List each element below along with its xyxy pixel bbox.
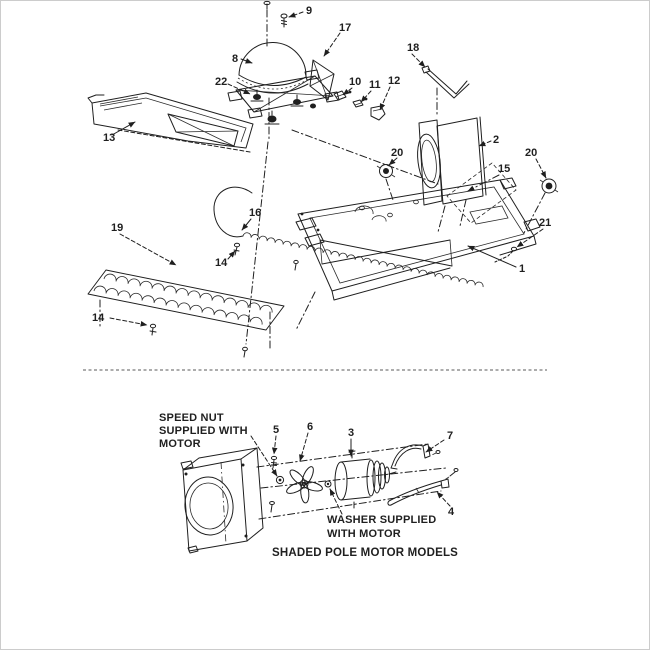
screw-5 (269, 455, 278, 513)
callout-4: 4 (448, 506, 455, 518)
leader-13 (111, 121, 136, 136)
leader-4 (436, 491, 451, 507)
fan-blade (286, 466, 323, 504)
leader-9 (288, 11, 304, 18)
speed-nut-note: SPEED NUT SUPPLIED WITH MOTOR (159, 412, 278, 477)
leader-20a (388, 157, 398, 166)
washer (324, 480, 332, 488)
callout-17: 17 (339, 22, 351, 34)
callout-6: 6 (307, 421, 313, 433)
drain-pan (87, 92, 254, 153)
assembly-axis-lines (256, 443, 447, 520)
leader-7 (425, 439, 445, 453)
callout-19: 19 (111, 222, 123, 234)
callout-22: 22 (215, 76, 227, 88)
leader-20b (535, 158, 547, 179)
callout-8: 8 (232, 53, 238, 65)
leader-19 (119, 233, 177, 266)
relay-parts (333, 90, 386, 121)
compressor (227, 0, 439, 345)
condenser-tube (213, 186, 484, 288)
callout-12: 12 (388, 75, 400, 87)
callout-7: 7 (447, 430, 453, 442)
washer-note: WASHER SUPPLIED WITH MOTOR (327, 488, 436, 540)
motor (334, 450, 397, 509)
callout-11: 11 (369, 79, 381, 91)
leader-22 (227, 83, 251, 95)
motor-bracket-top (390, 443, 441, 470)
callout-9: 9 (306, 5, 312, 17)
speed-nut-note-line3: MOTOR (159, 438, 201, 450)
grommet-left (376, 164, 396, 201)
washer-leader (329, 488, 343, 515)
condenser-coil (87, 269, 285, 351)
callout-15: 15 (498, 163, 510, 175)
speed-nut (275, 475, 285, 485)
leader-14b (109, 317, 148, 327)
leader-21 (516, 228, 544, 248)
callout-16: 16 (249, 207, 261, 219)
callout-5: 5 (273, 424, 279, 436)
base-plate (295, 162, 541, 331)
callout-14a: 14 (215, 257, 228, 269)
leader-15 (467, 174, 500, 192)
callout-20a: 20 (391, 147, 403, 159)
leader-5 (271, 435, 278, 455)
screw-21 (494, 246, 518, 263)
callout-1: 1 (519, 263, 525, 275)
speed-nut-note-line2: SUPPLIED WITH (159, 425, 248, 437)
callout-2: 2 (493, 134, 499, 146)
callouts: 1 2 3 4 5 6 7 8 9 10 11 12 13 14 14 15 1 (92, 5, 551, 518)
callout-20b: 20 (525, 147, 537, 159)
leader-11 (360, 90, 372, 103)
callout-3: 3 (348, 427, 354, 439)
screws-14 (149, 242, 299, 358)
fan-shroud (180, 447, 264, 554)
leader-14a (227, 250, 236, 260)
callout-14b: 14 (92, 312, 105, 324)
leader-12 (379, 86, 391, 111)
grommet-right (523, 178, 559, 234)
motor-bracket-bottom (387, 468, 459, 506)
leader-8 (240, 58, 253, 64)
leader-10 (342, 87, 353, 96)
speed-nut-note-line1: SPEED NUT (159, 412, 224, 424)
section-caption: SHADED POLE MOTOR MODELS (272, 547, 458, 559)
callout-18: 18 (407, 42, 419, 54)
washer-note-line2: WITH MOTOR (327, 528, 401, 540)
leader-6 (299, 432, 309, 462)
callout-21: 21 (539, 217, 551, 229)
leader-2 (478, 140, 492, 147)
callout-10: 10 (349, 76, 361, 88)
leader-17 (323, 32, 341, 57)
screw-9 (280, 13, 288, 28)
leader-16 (241, 218, 252, 231)
leader-1 (467, 245, 517, 268)
washer-note-line1: WASHER SUPPLIED (327, 514, 436, 526)
speed-nut-leader (250, 435, 278, 477)
leader-18 (411, 53, 426, 68)
bent-tube (421, 65, 470, 115)
fan-bracket (417, 116, 487, 233)
